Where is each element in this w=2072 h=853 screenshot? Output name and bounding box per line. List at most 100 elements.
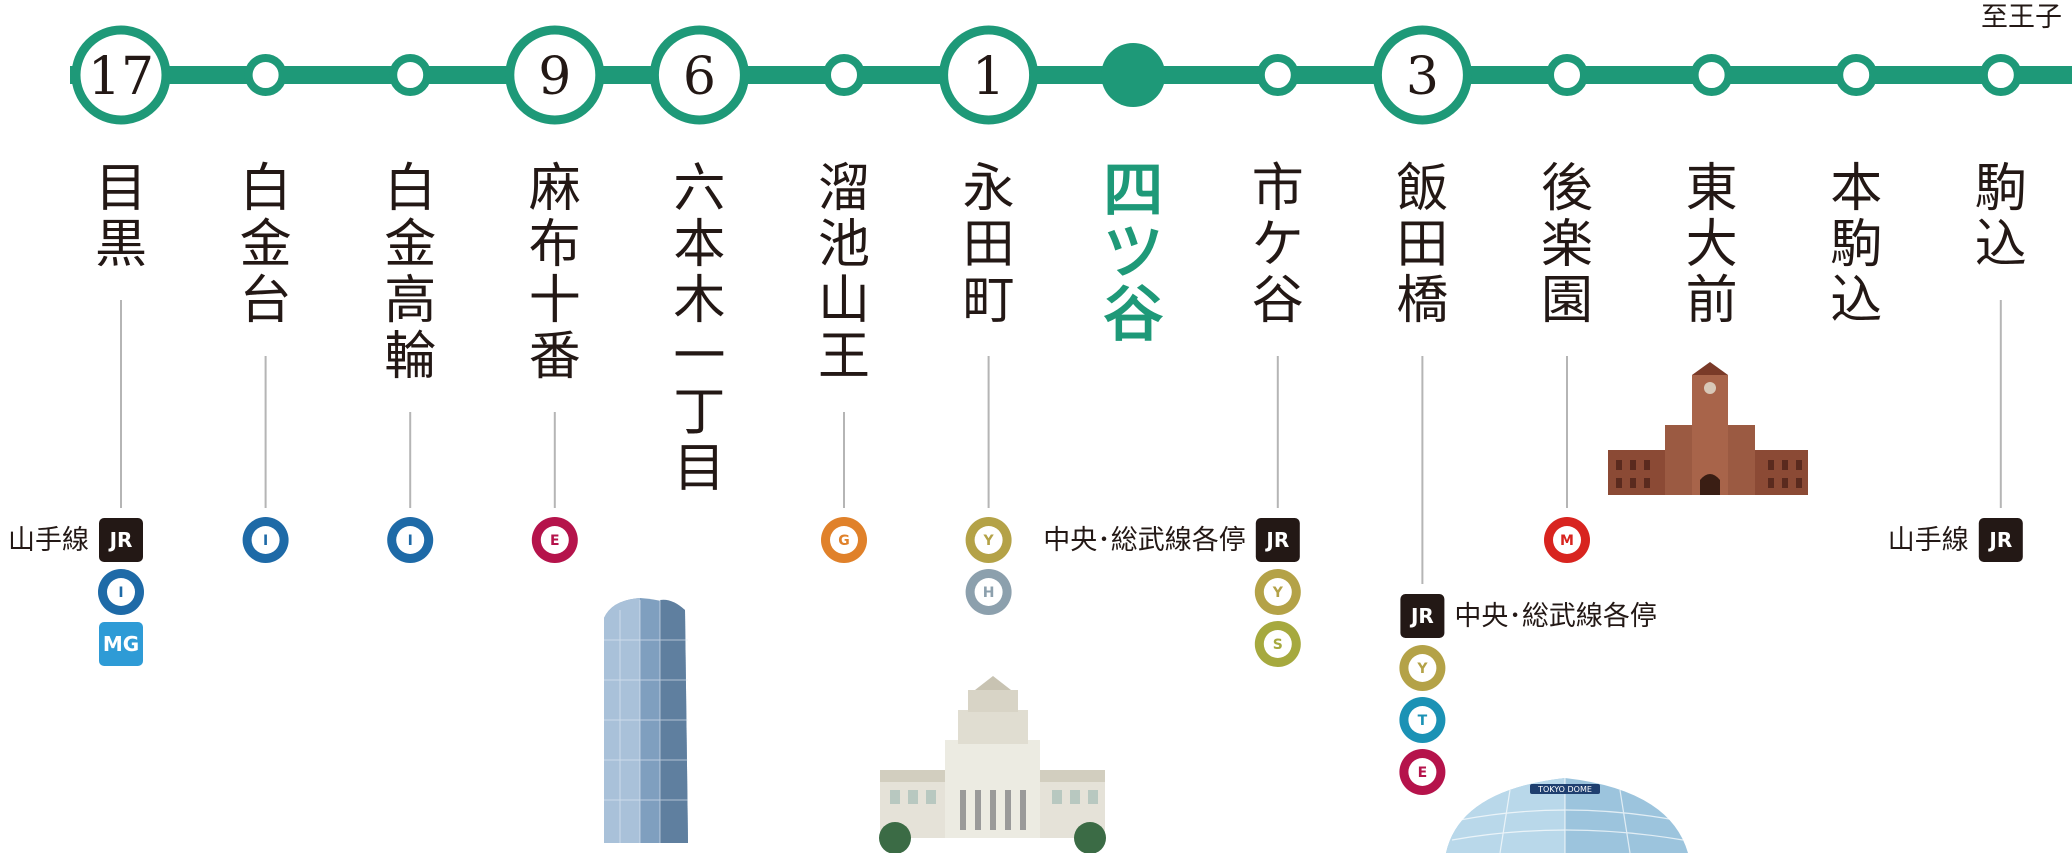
office-tower-icon	[604, 598, 688, 843]
svg-text:JR: JR	[1409, 604, 1434, 628]
station-name-char: 前	[1686, 271, 1738, 331]
svg-text:JR: JR	[108, 528, 133, 552]
tokyo-dome-icon: TOKYO DOME	[1446, 778, 1688, 853]
svg-text:JR: JR	[1264, 528, 1289, 552]
station-name-char: 輪	[384, 327, 436, 387]
station-11[interactable]: 後楽園 M	[1541, 54, 1593, 563]
station-name-char: 駒	[1975, 159, 2027, 219]
line-badge-m: M	[1544, 517, 1590, 563]
station-12[interactable]: 東大前	[1686, 54, 1738, 331]
line-badge-g: G	[821, 517, 867, 563]
station-name: 駒込	[1975, 159, 2027, 275]
station-name-char: 楽	[1541, 215, 1593, 275]
station-name: 東大前	[1686, 159, 1738, 331]
travel-time-circle	[1372, 25, 1472, 125]
station-name-char: 一	[673, 327, 725, 387]
station-name-char: 布	[529, 215, 581, 275]
line-name-label: 中央･総武線各停	[1043, 525, 1246, 556]
station-name-char: 高	[384, 271, 436, 331]
svg-text:S: S	[1273, 637, 1283, 653]
station-name-char: 金	[240, 215, 292, 275]
line-badge-e: E	[531, 517, 578, 563]
line-badge-i: I	[242, 517, 289, 563]
station-name-char: 木	[673, 271, 725, 331]
station-name-char: 谷	[1252, 271, 1304, 331]
station-name: 四ツ谷	[1103, 156, 1163, 350]
station-name-char: 田	[963, 215, 1015, 275]
svg-text:I: I	[118, 585, 123, 601]
national-diet-building-icon	[879, 676, 1106, 853]
line-badge-i: I	[387, 517, 434, 563]
station-node	[1546, 54, 1588, 96]
travel-time-minutes: 3	[1406, 47, 1439, 107]
travel-time-minutes: 6	[683, 47, 716, 107]
travel-time-circle	[71, 25, 171, 125]
svg-text:I: I	[263, 533, 268, 549]
yasuda-auditorium-icon	[1608, 362, 1808, 495]
line-badge-jr: JR 中央･総武線各停	[1043, 518, 1300, 562]
station-name-char: 白	[384, 159, 436, 219]
station-name-char: 溜	[818, 159, 870, 219]
station-name-char: 園	[1541, 271, 1593, 331]
line-name-label: 山手線	[8, 525, 89, 556]
station-node	[1979, 54, 2022, 96]
station-name-char: 山	[818, 271, 870, 331]
line-badge-y: Y	[1254, 569, 1301, 615]
station-name-char: 本	[1830, 159, 1882, 219]
svg-text:I: I	[408, 533, 413, 549]
station-name-char: 目	[673, 439, 725, 499]
station-name-char: 黒	[95, 215, 147, 275]
svg-text:E: E	[550, 533, 560, 549]
station-name-char: 台	[240, 271, 292, 331]
station-node	[389, 54, 432, 96]
station-node	[1690, 54, 1733, 96]
line-badge-t: T	[1399, 697, 1446, 743]
station-2[interactable]: 白金台 I	[240, 54, 292, 563]
station-name-char: 飯	[1396, 159, 1448, 219]
svg-text:G: G	[838, 533, 850, 549]
station-name-char: 白	[240, 159, 292, 219]
line-badge-jr: JR 山手線	[8, 518, 143, 562]
tokyo-dome-sign: TOKYO DOME	[1537, 785, 1592, 794]
current-station-marker	[1101, 43, 1166, 107]
station-name-char: 本	[673, 215, 725, 275]
station-name-char: 橋	[1396, 271, 1448, 331]
station-name: 目黒	[95, 159, 147, 275]
travel-time-circle	[649, 25, 749, 125]
station-name-char: 王	[818, 327, 870, 387]
station-name-char: 込	[1975, 215, 2027, 275]
station-name: 永田町	[963, 159, 1015, 331]
station-name-char: 市	[1252, 159, 1304, 219]
svg-text:Y: Y	[983, 533, 995, 549]
station-8[interactable]: 四ツ谷	[1101, 43, 1166, 350]
station-name: 後楽園	[1541, 159, 1593, 331]
line-badge-mg: MG	[99, 622, 143, 666]
station-name-char: 田	[1396, 215, 1448, 275]
direction-label: 至王子	[1981, 2, 2062, 33]
station-name-char: 池	[818, 215, 870, 275]
station-name-char: 駒	[1830, 215, 1882, 275]
station-name-char: 丁	[673, 383, 725, 443]
svg-text:M: M	[1560, 533, 1574, 549]
line-name-label: 中央･総武線各停	[1454, 601, 1657, 632]
landmarks: TOKYO DOME	[604, 362, 1808, 853]
svg-text:Y: Y	[1416, 661, 1428, 677]
travel-time-circle	[939, 25, 1039, 125]
svg-text:H: H	[983, 585, 995, 601]
station-13[interactable]: 本駒込	[1830, 54, 1882, 331]
